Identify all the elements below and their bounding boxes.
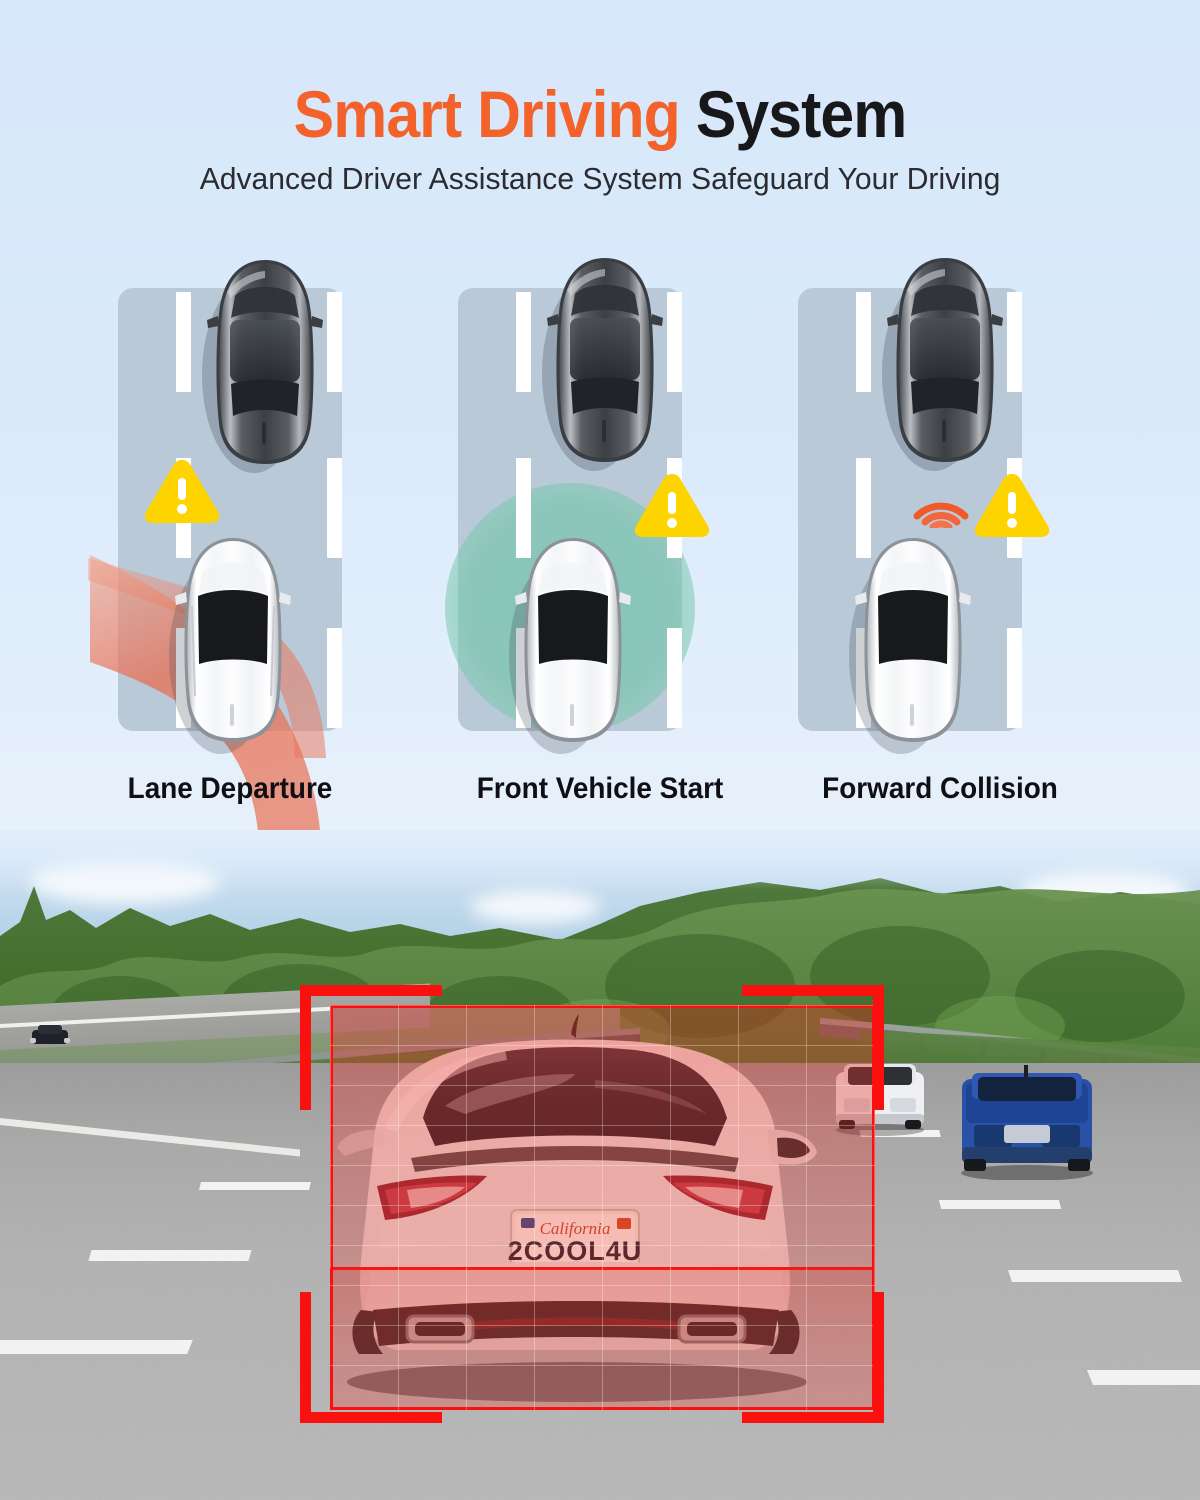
page-title: Smart Driving System xyxy=(48,76,1152,152)
bracket-bottom-right-h xyxy=(742,1412,884,1423)
lane-marking xyxy=(1008,1270,1182,1282)
feature-panels xyxy=(0,258,1200,1088)
dark-car xyxy=(882,256,1005,471)
dark-car xyxy=(542,256,665,471)
lane-dash xyxy=(667,628,682,728)
lane-dash xyxy=(327,292,342,392)
detection-tint-box xyxy=(330,1005,875,1270)
blue-wagon xyxy=(952,1065,1102,1181)
lane-dash xyxy=(516,458,531,558)
page-title-rest: System xyxy=(679,77,907,151)
warning-triangle-icon xyxy=(972,470,1052,540)
photo-top-fade xyxy=(0,830,1200,890)
white-car xyxy=(169,536,293,754)
lane-dash xyxy=(856,458,871,558)
bracket-bottom-left-h xyxy=(300,1412,442,1423)
feature-label-lane-departure: Lane Departure xyxy=(127,772,333,805)
lane-dash xyxy=(176,292,191,392)
page-title-accent: Smart Driving xyxy=(293,77,681,151)
dark-car-oncoming xyxy=(28,1022,72,1048)
warning-triangle-icon xyxy=(632,470,712,540)
warning-triangle-icon xyxy=(142,456,222,526)
bracket-top-right-h xyxy=(742,985,884,996)
dark-car xyxy=(202,258,325,473)
bracket-bottom-left-v xyxy=(300,1292,311,1423)
radar-signal-icon xyxy=(913,486,969,528)
lane-dash xyxy=(1007,292,1022,392)
lane-marking xyxy=(199,1182,311,1190)
plate-state-text: California xyxy=(540,1219,611,1238)
lane-marking xyxy=(938,1200,1062,1209)
cloud xyxy=(470,890,600,924)
lane-marking xyxy=(1086,1370,1200,1385)
bracket-top-left-h xyxy=(300,985,442,996)
page-subtitle: Advanced Driver Assistance System Safegu… xyxy=(199,161,1001,196)
highway-photo: California 2COOL4U xyxy=(0,830,1200,1500)
feature-label-front-vehicle-start: Front Vehicle Start xyxy=(476,772,724,805)
lane-dash xyxy=(516,292,531,392)
lane-dash xyxy=(327,628,342,728)
bracket-top-left-v xyxy=(300,985,311,1110)
lane-marking xyxy=(88,1250,252,1261)
plate-number-text: 2COOL4U xyxy=(508,1236,643,1266)
lane-dash xyxy=(1007,628,1022,728)
detection-tint-box-lower xyxy=(330,1268,875,1410)
white-car xyxy=(849,536,973,754)
lane-dash xyxy=(856,292,871,392)
bracket-bottom-right-v xyxy=(873,1292,884,1423)
lane-dash xyxy=(327,458,342,558)
white-sedan: California 2COOL4U xyxy=(315,1010,835,1405)
lane-marking xyxy=(0,1340,193,1354)
bracket-top-right-v xyxy=(873,985,884,1110)
white-car xyxy=(509,536,633,754)
lane-dash xyxy=(667,292,682,392)
feature-label-forward-collision: Forward Collision xyxy=(822,772,1058,805)
